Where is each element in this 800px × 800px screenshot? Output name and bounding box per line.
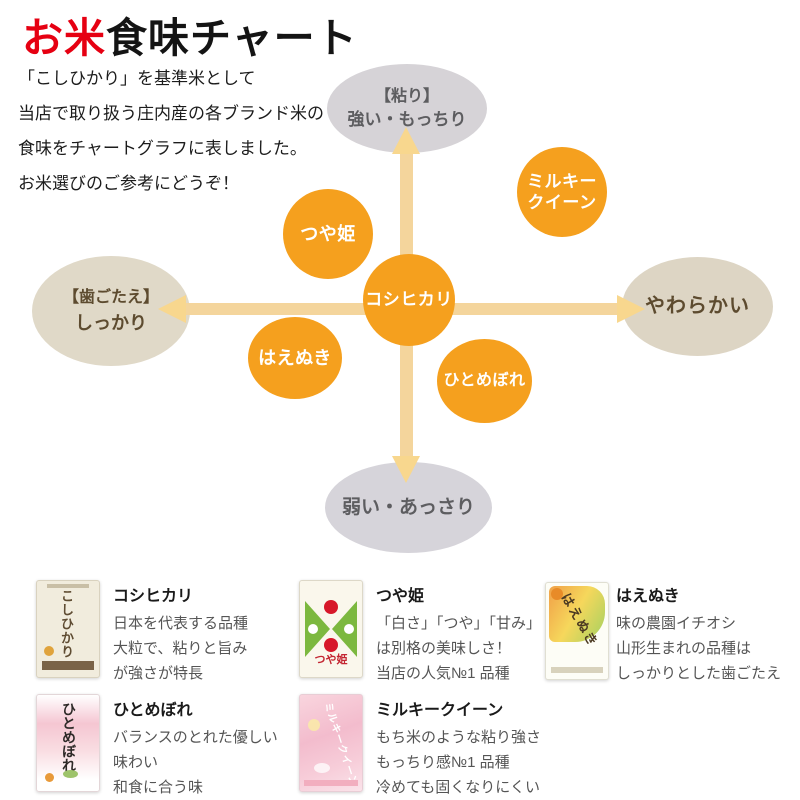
bag-band-decoration <box>42 661 94 670</box>
chart-point-label: つや姫 <box>300 223 356 244</box>
product-desc-line: は別格の美味しさ！ <box>376 640 512 657</box>
chart-point-milky-queen: ミルキー クイーン <box>517 147 607 237</box>
bag-seal-decoration <box>44 646 54 656</box>
product-desc-line: もち米のような粘り強さ <box>376 729 542 746</box>
chart-point-label: コシヒカリ <box>365 290 453 310</box>
product-desc-line: 山形生まれの品種は <box>616 640 752 657</box>
bag-label-text: ミルキークイーン <box>321 701 360 788</box>
product-desc-line: 味の農園イチオシ <box>616 615 737 632</box>
product-name: はえぬき <box>616 588 680 605</box>
bag-badge-decoration <box>551 588 563 600</box>
product-desc-line: 冷めても固くなりにくい <box>376 779 540 796</box>
product-desc-line: しっかりとした歯ごたえ <box>616 665 782 682</box>
bag-label-text: ひとめぼれ <box>60 702 75 772</box>
koshihikari-bag-image: こしひかり <box>36 580 100 678</box>
axis-label-line: 弱い・あっさり <box>341 496 475 518</box>
product-desc-line: もっちり感№1 品種 <box>376 754 510 771</box>
page-title: お米食味チャート <box>22 4 358 64</box>
axis-label-line: 強い・もっちり <box>347 109 467 129</box>
bag-band-decoration <box>304 780 358 786</box>
bag-label-text: こしひかり <box>59 589 74 659</box>
intro-line: 「こしひかり」を基準米として <box>18 69 256 88</box>
chart-point-haenuki: はえぬき <box>248 317 342 399</box>
chart-point-label: はえぬき <box>258 347 332 368</box>
chart-point-label: ミルキー <box>527 171 597 191</box>
product-desc-line: バランスのとれた優しい <box>113 729 278 746</box>
axis-label-soft: やわらかい <box>622 257 773 356</box>
product-desc-line: 和食に合う味 <box>113 779 204 796</box>
page-title-accent: お米 <box>22 15 106 61</box>
product-name: コシヒカリ <box>113 588 194 605</box>
intro-line: 食味をチャートグラフに表しました。 <box>18 138 307 158</box>
bag-decoration <box>45 773 54 782</box>
axis-label-line: しっかり <box>75 312 147 333</box>
right-arrowhead-icon <box>617 295 645 323</box>
intro-line: お米選びのご参考にどうぞ！ <box>18 173 239 193</box>
bag-decoration <box>47 584 89 588</box>
down-arrowhead-icon <box>392 456 420 483</box>
product-desc-line: 大粒で、粘りと旨み <box>113 640 248 657</box>
chart-point-hitomebore: ひとめぼれ <box>437 339 532 423</box>
bag-decoration <box>308 719 320 731</box>
bag-decoration <box>314 763 330 773</box>
product-desc-line: 味わい <box>113 754 159 771</box>
bag-leaf-decoration <box>63 770 78 778</box>
page-title-rest: 食味チャート <box>106 15 358 61</box>
tsuyahime-bag-image: つや姫 <box>299 580 363 678</box>
product-list: こしひかり コシヒカリ 日本を代表する品種 大粒で、粘りと旨み が強さが特長 <box>0 572 800 800</box>
bag-label-text: つや姫 <box>314 654 348 666</box>
product-desc-line: 当店の人気№1 品種 <box>376 665 510 682</box>
chart-point-label: クイーン <box>527 193 597 212</box>
product-desc-line: が強さが特長 <box>113 665 204 682</box>
product-name: ミルキークイーン <box>376 702 504 719</box>
chart-point-tsuyahime: つや姫 <box>283 189 373 279</box>
hitomebore-bag-image: ひとめぼれ <box>36 694 100 792</box>
product-name: つや姫 <box>376 588 425 605</box>
axis-label-line: 【粘り】 <box>374 87 439 105</box>
bag-pattern-decoration <box>305 600 357 657</box>
chart-point-koshihikari: コシヒカリ <box>363 254 455 346</box>
axis-label-line: 【歯ごたえ】 <box>62 289 159 307</box>
intro-text: 「こしひかり」を基準米として 当店で取り扱う庄内産の各ブランド米の 食味をチャー… <box>18 62 348 201</box>
product-desc-line: 「白さ」「つや」「甘み」 <box>376 615 542 632</box>
axis-label-line: やわらかい <box>645 295 750 317</box>
left-arrowhead-icon <box>158 295 186 323</box>
milky-queen-bag-image: ミルキークイーン <box>299 694 363 792</box>
taste-chart: 【粘り】 強い・もっちり 弱い・あっさり 【歯ごたえ】 しっかり やわらかい コ… <box>32 64 773 553</box>
product-name: ひとめぼれ <box>113 702 193 719</box>
bag-band-decoration <box>551 667 603 673</box>
product-desc-line: 日本を代表する品種 <box>113 615 249 632</box>
up-arrowhead-icon <box>392 127 420 154</box>
haenuki-bag-image: はえぬき <box>545 582 609 680</box>
intro-line: 当店で取り扱う庄内産の各ブランド米の <box>18 103 324 123</box>
chart-point-label: ひとめぼれ <box>443 372 526 389</box>
